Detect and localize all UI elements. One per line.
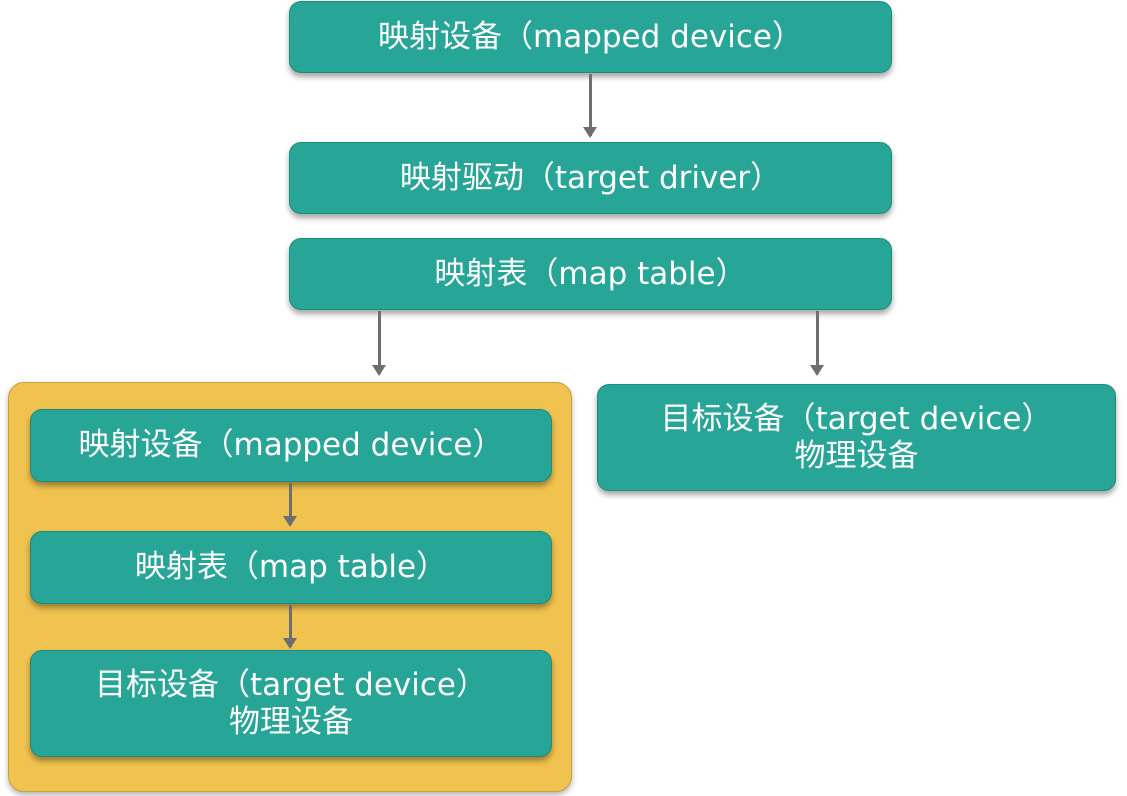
arrow-map-table-to-group [372, 311, 386, 376]
node-label: 映射表（map table） [134, 549, 448, 586]
node-label-line2: 物理设备 [794, 437, 919, 474]
node-label-line2: 物理设备 [229, 703, 353, 740]
arrow-nested-map-table-to-target [283, 605, 297, 649]
node-target-device: 目标设备（target device） 物理设备 [597, 384, 1116, 491]
node-label: 映射表（map table） [434, 255, 747, 292]
node-target-driver: 映射驱动（target driver） [289, 142, 892, 214]
nested-node-map-table: 映射表（map table） [30, 531, 552, 604]
node-mapped-device: 映射设备（mapped device） [289, 1, 892, 73]
node-label: 映射设备（mapped device） [78, 427, 504, 464]
nested-node-target-device: 目标设备（target device） 物理设备 [30, 650, 552, 757]
arrow-map-table-to-target-device [810, 311, 824, 376]
node-map-table: 映射表（map table） [289, 238, 892, 310]
node-label: 映射驱动（target driver） [399, 159, 782, 196]
node-label: 映射设备（mapped device） [378, 18, 803, 55]
nested-node-mapped-device: 映射设备（mapped device） [30, 409, 552, 482]
node-label-line1: 目标设备（target device） [95, 666, 487, 703]
node-label-line1: 目标设备（target device） [660, 400, 1053, 437]
arrow-mapped-to-driver [583, 74, 597, 138]
arrow-nested-mapped-to-map-table [283, 483, 297, 527]
